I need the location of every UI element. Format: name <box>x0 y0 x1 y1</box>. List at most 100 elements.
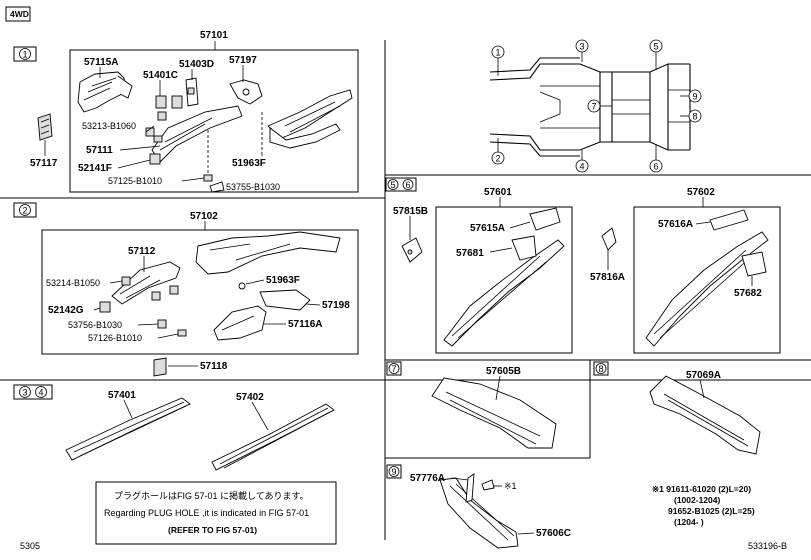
part-57197-drawing <box>229 79 263 105</box>
label-57402: 57402 <box>236 392 264 403</box>
section-2-marker: 2 <box>13 202 37 218</box>
part-57602-drawing <box>645 209 769 347</box>
label-57602: 57602 <box>687 187 715 198</box>
part-57606C-drawing <box>439 473 519 549</box>
label-57401: 57401 <box>108 390 136 401</box>
label-57815B: 57815B <box>393 206 428 217</box>
label-note-1: ※1 <box>504 481 517 491</box>
part-57112-drawing <box>111 261 181 305</box>
svg-text:6: 6 <box>654 162 659 172</box>
label-57117: 57117 <box>30 158 58 169</box>
section-5-box <box>435 206 573 354</box>
svg-text:7: 7 <box>392 364 397 374</box>
label-57111: 57111 <box>86 145 113 156</box>
label-57115A: 57115A <box>84 57 118 68</box>
part-53755-drawing <box>203 174 225 193</box>
part-57116A-drawing <box>213 305 267 341</box>
label-53756-B1030: 53756-B1030 <box>68 320 122 330</box>
part-57198-drawing <box>259 289 311 311</box>
figure-code: 533196-B <box>748 541 787 551</box>
svg-text:9: 9 <box>693 92 698 102</box>
label-51963F-a: 51963F <box>232 158 266 169</box>
label-57197: 57197 <box>229 55 257 66</box>
frame-callouts: 1 2 3 4 5 6 7 8 9 <box>491 39 702 173</box>
part-57117-drawing <box>37 113 53 141</box>
section-56-marker: 5 6 <box>385 177 417 192</box>
svg-text:2: 2 <box>23 206 28 216</box>
part-51403D-drawing <box>171 77 199 109</box>
plug-hole-note-box <box>95 481 337 545</box>
part-front-rail-drawing <box>195 231 341 275</box>
label-57125-B1010: 57125-B1010 <box>108 176 162 186</box>
label-57112: 57112 <box>128 246 156 257</box>
footnote-line-4: (1204- ) <box>674 517 704 527</box>
label-57101: 57101 <box>200 30 228 41</box>
svg-text:1: 1 <box>23 50 28 60</box>
label-57816A: 57816A <box>590 272 625 283</box>
part-57605B-drawing <box>431 377 557 449</box>
part-57069A-drawing <box>649 375 761 455</box>
part-small-brackets-s2 <box>99 276 246 337</box>
part-57816A-drawing <box>601 227 617 251</box>
label-57776A: 57776A <box>410 473 445 484</box>
label-57118: 57118 <box>200 361 228 372</box>
svg-text:9: 9 <box>392 467 397 477</box>
part-57401-drawing <box>65 397 191 461</box>
label-57681: 57681 <box>456 248 484 259</box>
part-57118-drawing <box>153 357 167 377</box>
label-57606C: 57606C <box>536 528 571 539</box>
label-53214-B1050: 53214-B1050 <box>46 278 100 288</box>
note-reference: (REFER TO FIG 57-01) <box>168 525 257 535</box>
label-53755-B1030: 53755-B1030 <box>226 182 280 192</box>
label-52142G: 52142G <box>48 305 84 316</box>
svg-text:7: 7 <box>592 102 597 112</box>
svg-text:5: 5 <box>391 180 396 190</box>
label-51963F-b: 51963F <box>266 275 300 286</box>
page-number: 5305 <box>20 541 40 551</box>
section-6-box <box>633 206 781 354</box>
part-57115A-drawing <box>77 71 133 113</box>
section-1-marker: 1 <box>13 46 37 62</box>
part-57815B-drawing <box>401 237 423 263</box>
label-52141F: 52141F <box>78 163 112 174</box>
section-8-marker: 8 <box>593 361 609 376</box>
footnote-line-3: 91652-B1025 (2)L=25) <box>668 506 755 516</box>
svg-text:4: 4 <box>580 162 585 172</box>
svg-text:2: 2 <box>496 154 501 164</box>
note-japanese: プラグホールはFIG 57-01 に掲載してあります。 <box>114 490 309 501</box>
label-51401C: 51401C <box>143 70 178 81</box>
svg-text:4WD: 4WD <box>10 9 29 19</box>
label-57615A: 57615A <box>470 223 505 234</box>
section-7-marker: 7 <box>386 361 402 376</box>
svg-text:1: 1 <box>496 48 501 58</box>
4wd-tag: 4WD <box>5 6 31 22</box>
part-57402-drawing <box>211 403 335 471</box>
svg-text:8: 8 <box>693 112 698 122</box>
svg-text:5: 5 <box>654 42 659 52</box>
footnote-line-1: ※1 91611-61020 (2)L=20) <box>652 484 751 494</box>
part-57111-drawing <box>145 105 243 165</box>
label-57605B: 57605B <box>486 366 521 377</box>
label-57126-B1010: 57126-B1010 <box>88 333 142 343</box>
label-57616A: 57616A <box>658 219 693 230</box>
svg-text:6: 6 <box>406 180 411 190</box>
label-53213-B1060: 53213-B1060 <box>82 121 136 131</box>
part-57601-drawing <box>443 207 565 347</box>
frame-overview-drawing <box>489 57 691 157</box>
part-51401C-drawing <box>155 95 167 121</box>
label-57198: 57198 <box>322 300 350 311</box>
section-9-marker: 9 <box>386 464 402 479</box>
label-57601: 57601 <box>484 187 512 198</box>
svg-text:3: 3 <box>23 388 28 398</box>
part-rear-rail-drawing <box>267 89 353 149</box>
label-57069A: 57069A <box>686 370 721 381</box>
section-34-marker: 3 4 <box>13 384 53 400</box>
label-57682: 57682 <box>734 288 762 299</box>
svg-text:4: 4 <box>39 388 44 398</box>
section-2-box <box>41 229 359 355</box>
label-57116A: 57116A <box>288 319 322 330</box>
svg-text:3: 3 <box>580 42 585 52</box>
label-51403D: 51403D <box>179 59 214 70</box>
